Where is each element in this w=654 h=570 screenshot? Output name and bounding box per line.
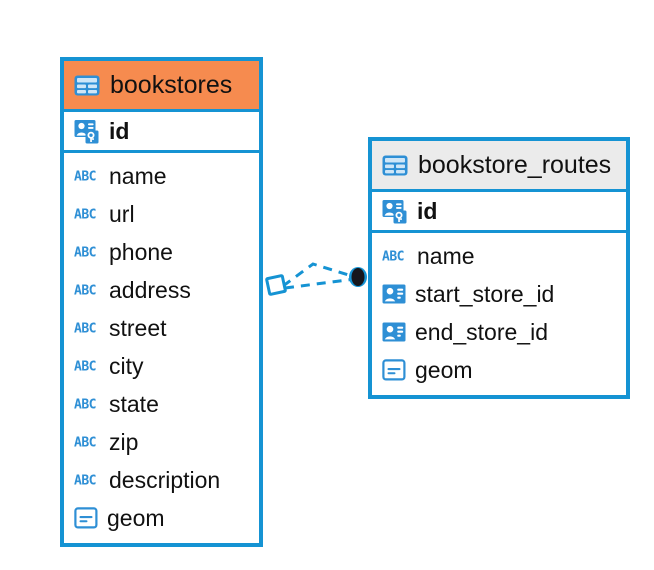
field-name: address xyxy=(109,276,191,303)
foreign-key-icon xyxy=(382,283,406,305)
table-icon xyxy=(382,155,408,176)
geometry-icon xyxy=(74,507,98,529)
field-list-bookstores: ABC name ABC url ABC p xyxy=(64,153,259,543)
relationship-connector[interactable] xyxy=(255,250,375,310)
abc-text-icon: ABC xyxy=(74,320,100,337)
field-row-start-store-id[interactable]: start_store_id xyxy=(372,275,626,313)
relationship-diamond-marker xyxy=(265,274,287,296)
geometry-icon xyxy=(382,359,406,381)
field-row-geom[interactable]: geom xyxy=(64,499,259,537)
field-name: geom xyxy=(415,356,473,383)
abc-text-icon: ABC xyxy=(382,248,408,265)
field-row-geom[interactable]: geom xyxy=(372,351,626,389)
svg-text:ABC: ABC xyxy=(74,360,96,375)
abc-text-icon: ABC xyxy=(74,358,100,375)
field-row-city[interactable]: ABC city xyxy=(64,347,259,385)
field-row-url[interactable]: ABC url xyxy=(64,195,259,233)
field-row-id[interactable]: id xyxy=(372,189,626,233)
abc-text-icon: ABC xyxy=(74,244,100,261)
field-name: street xyxy=(109,314,167,341)
relationship-line-upper xyxy=(282,262,356,288)
field-name: id xyxy=(417,197,438,224)
field-name: name xyxy=(417,242,475,269)
svg-text:ABC: ABC xyxy=(74,284,96,299)
foreign-key-icon xyxy=(382,321,406,343)
abc-text-icon: ABC xyxy=(74,434,100,451)
relationship-circle-marker xyxy=(349,267,367,287)
abc-text-icon: ABC xyxy=(74,396,100,413)
abc-text-icon: ABC xyxy=(74,206,100,223)
field-row-state[interactable]: ABC state xyxy=(64,385,259,423)
abc-text-icon: ABC xyxy=(74,282,100,299)
field-row-id[interactable]: id xyxy=(64,109,259,153)
svg-text:ABC: ABC xyxy=(74,398,96,413)
primary-key-icon xyxy=(382,198,408,224)
entity-title: bookstore_routes xyxy=(418,150,612,179)
field-list-bookstore-routes: ABC name start_store_id xyxy=(372,233,626,395)
svg-text:ABC: ABC xyxy=(382,250,404,265)
abc-text-icon: ABC xyxy=(74,168,100,185)
relationship-line-lower xyxy=(284,277,356,290)
field-name: description xyxy=(109,466,221,493)
field-name: name xyxy=(109,162,167,189)
field-name: state xyxy=(109,390,159,417)
field-name: phone xyxy=(109,238,173,265)
field-name: id xyxy=(109,117,130,144)
entity-table-bookstores[interactable]: bookstores id xyxy=(60,57,263,547)
svg-text:ABC: ABC xyxy=(74,322,96,337)
svg-text:ABC: ABC xyxy=(74,208,96,223)
field-name: geom xyxy=(107,504,165,531)
field-name: zip xyxy=(109,428,139,455)
entity-header-bookstores[interactable]: bookstores xyxy=(64,61,259,109)
field-name: city xyxy=(109,352,144,379)
field-row-zip[interactable]: ABC zip xyxy=(64,423,259,461)
field-row-end-store-id[interactable]: end_store_id xyxy=(372,313,626,351)
svg-text:ABC: ABC xyxy=(74,170,96,185)
entity-title: bookstores xyxy=(110,70,233,99)
field-name: start_store_id xyxy=(415,280,555,307)
entity-header-bookstore-routes[interactable]: bookstore_routes xyxy=(372,141,626,189)
field-row-description[interactable]: ABC description xyxy=(64,461,259,499)
field-row-address[interactable]: ABC address xyxy=(64,271,259,309)
svg-text:ABC: ABC xyxy=(74,436,96,451)
field-name: url xyxy=(109,200,135,227)
svg-text:ABC: ABC xyxy=(74,246,96,261)
entity-table-bookstore-routes[interactable]: bookstore_routes id xyxy=(368,137,630,399)
primary-key-icon xyxy=(74,118,100,144)
abc-text-icon: ABC xyxy=(74,472,100,489)
svg-text:ABC: ABC xyxy=(74,474,96,489)
field-row-name[interactable]: ABC name xyxy=(64,157,259,195)
field-name: end_store_id xyxy=(415,318,548,345)
field-row-name[interactable]: ABC name xyxy=(372,237,626,275)
field-row-phone[interactable]: ABC phone xyxy=(64,233,259,271)
field-row-street[interactable]: ABC street xyxy=(64,309,259,347)
table-icon xyxy=(74,75,100,96)
